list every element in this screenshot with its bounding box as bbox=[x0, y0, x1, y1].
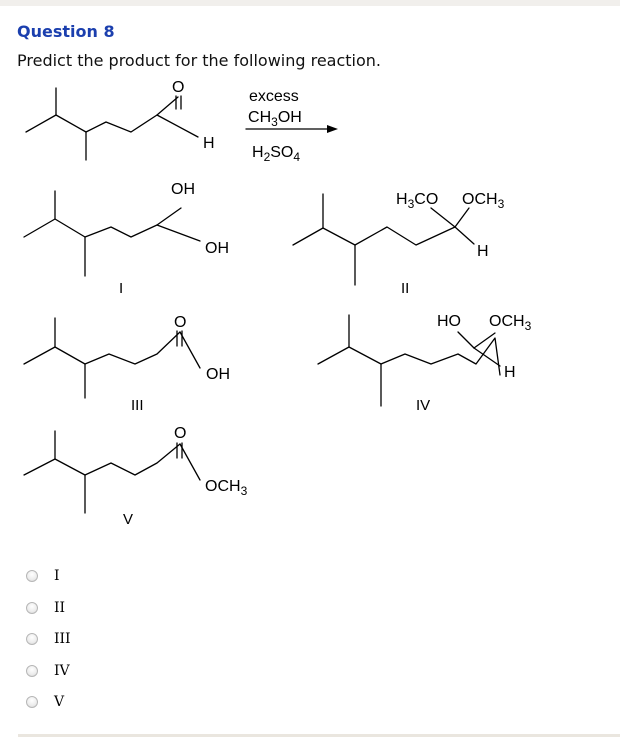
structure-iv-numeral: IV bbox=[416, 397, 430, 414]
structure-iv-och3: OCH3 bbox=[489, 313, 532, 333]
question-title: Question 8 bbox=[17, 22, 115, 41]
structure-ii-numeral: II bbox=[401, 280, 409, 297]
structure-i: OH OH I bbox=[23, 181, 229, 297]
structure-ii-h: H bbox=[477, 243, 489, 260]
structure-v: O OCH3 V bbox=[23, 425, 248, 528]
structure-iv: HO OCH3 H IV bbox=[317, 313, 532, 414]
choice-iii[interactable]: III bbox=[26, 629, 71, 661]
structure-ii-och3: OCH3 bbox=[462, 191, 505, 211]
structure-iii: O OH III bbox=[23, 314, 230, 414]
top-border bbox=[0, 0, 620, 6]
structure-i-oh-right: OH bbox=[205, 240, 229, 257]
radio-button[interactable] bbox=[26, 696, 38, 708]
reaction-figure: O H excess CH3OH H2SO4 OH OH I H3CO OCH3… bbox=[23, 79, 532, 528]
structure-i-oh-top: OH bbox=[171, 181, 195, 198]
radio-button[interactable] bbox=[26, 664, 38, 677]
structure-iii-carbonyl-o: O bbox=[174, 314, 186, 331]
condition-catalyst: H2SO4 bbox=[252, 144, 300, 164]
choice-label[interactable]: I bbox=[54, 568, 60, 584]
condition-excess: excess bbox=[249, 88, 299, 105]
structure-i-numeral: I bbox=[119, 280, 123, 297]
radio-button[interactable] bbox=[26, 633, 38, 645]
structure-ii-h3co: H3CO bbox=[396, 191, 438, 211]
structure-v-numeral: V bbox=[123, 511, 133, 528]
radio-button[interactable] bbox=[26, 601, 38, 614]
choice-iv[interactable]: IV bbox=[26, 661, 71, 693]
structure-v-carbonyl-o: O bbox=[174, 425, 186, 442]
structure-v-och3: OCH3 bbox=[205, 478, 248, 498]
reactant-structure: O H bbox=[25, 79, 215, 161]
reactant-aldehyde-h: H bbox=[203, 135, 215, 152]
condition-reagent: CH3OH bbox=[248, 109, 302, 129]
question-prompt: Predict the product for the following re… bbox=[17, 51, 382, 70]
reactant-carbonyl-o: O bbox=[172, 79, 184, 96]
radio-button[interactable] bbox=[26, 570, 38, 582]
choice-label[interactable]: II bbox=[54, 599, 66, 616]
reaction-conditions: excess CH3OH H2SO4 bbox=[245, 88, 338, 164]
choice-i[interactable]: I bbox=[26, 566, 71, 598]
structure-ii: H3CO OCH3 H II bbox=[292, 191, 505, 297]
choice-ii[interactable]: II bbox=[26, 598, 71, 630]
bottom-border bbox=[18, 734, 620, 737]
choice-label[interactable]: III bbox=[54, 631, 71, 647]
structure-iv-h: H bbox=[504, 364, 516, 381]
structure-iii-oh: OH bbox=[206, 366, 230, 383]
answer-choices: I II III IV V bbox=[26, 566, 71, 724]
structure-iii-numeral: III bbox=[131, 397, 144, 414]
choice-label[interactable]: IV bbox=[54, 662, 70, 679]
choice-v[interactable]: V bbox=[26, 692, 71, 724]
structure-iv-ho: HO bbox=[437, 313, 461, 330]
choice-label[interactable]: V bbox=[54, 694, 65, 710]
